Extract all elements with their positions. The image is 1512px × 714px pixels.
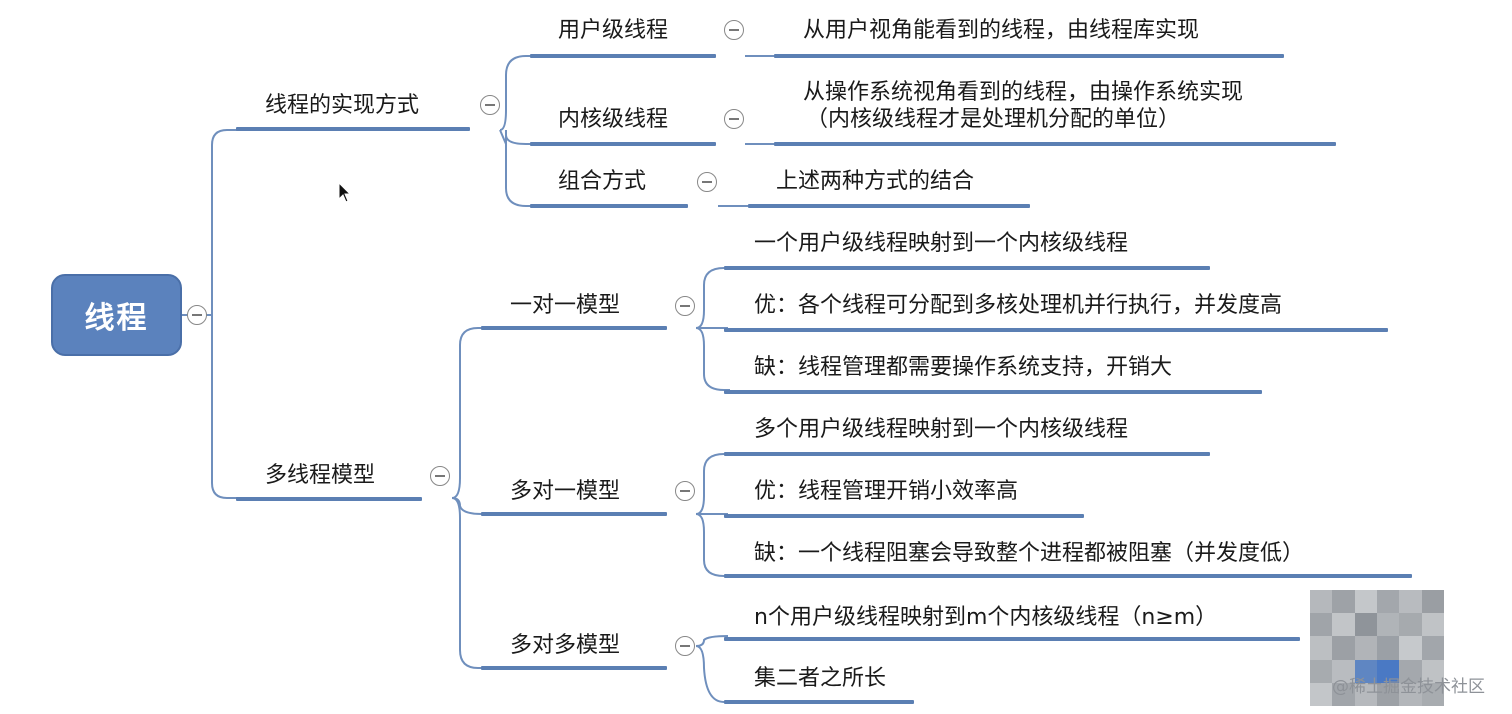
detail-one-to-one-mapping: 一个用户级线程映射到一个内核级线程 [754,231,1129,256]
collapse-multithread-icon[interactable] [430,466,450,486]
branch-multithread-label[interactable]: 多线程模型 [265,463,376,488]
detail-many-to-many-pro-underline [724,700,914,704]
mouse-cursor-icon [338,182,352,203]
detail-many-to-one-pro: 优：线程管理开销小效率高 [754,479,1019,504]
collapse-implementation-icon[interactable] [480,95,500,115]
collapse-combined-icon[interactable] [697,172,717,192]
detail-kernel-thread-line2: （内核级线程才是处理机分配的单位） [806,107,1181,132]
node-user-thread-label[interactable]: 用户级线程 [558,18,669,43]
detail-kernel-thread-underline [774,142,1336,146]
detail-many-to-one-con-underline [724,574,1412,578]
detail-many-to-many-pro: 集二者之所长 [754,666,887,691]
detail-many-to-many-mapping-underline [724,637,1300,641]
detail-many-to-one-mapping-underline [724,452,1210,456]
node-combined-label[interactable]: 组合方式 [558,169,647,194]
collapse-many-to-one-icon[interactable] [675,481,695,501]
watermark-text: @稀土掘金技术社区 [1332,677,1485,697]
root-node[interactable]: 线程 [51,274,182,356]
branch-implementation-underline [236,127,470,131]
detail-one-to-one-con-underline [724,390,1262,394]
collapse-kernel-thread-icon[interactable] [724,109,744,129]
node-combined-underline [530,204,688,208]
collapse-root-icon[interactable] [187,305,207,325]
node-many-to-many-underline [481,666,667,670]
detail-combined: 上述两种方式的结合 [776,169,975,194]
detail-user-thread-underline [774,54,1284,58]
detail-one-to-one-mapping-underline [724,266,1210,270]
detail-many-to-one-mapping: 多个用户级线程映射到一个内核级线程 [754,417,1129,442]
detail-one-to-one-con: 缺：线程管理都需要操作系统支持，开销大 [754,355,1173,380]
collapse-many-to-many-icon[interactable] [675,636,695,656]
node-many-to-many-label[interactable]: 多对多模型 [510,633,621,658]
detail-many-to-one-pro-underline [724,514,1084,518]
node-kernel-thread-underline [530,142,716,146]
detail-user-thread: 从用户视角能看到的线程，由线程库实现 [803,18,1200,43]
pixelated-watermark [1310,590,1444,706]
node-user-thread-underline [530,54,716,58]
node-one-to-one-label[interactable]: 一对一模型 [510,293,621,318]
detail-many-to-one-con: 缺：一个线程阻塞会导致整个进程都被阻塞（并发度低） [754,541,1305,566]
collapse-one-to-one-icon[interactable] [675,296,695,316]
detail-combined-underline [748,204,1030,208]
branch-multithread-underline [236,497,422,501]
node-many-to-one-label[interactable]: 多对一模型 [510,479,621,504]
node-kernel-thread-label[interactable]: 内核级线程 [558,107,669,132]
root-label: 线程 [84,301,149,336]
detail-one-to-one-pro-underline [724,328,1388,332]
detail-one-to-one-pro: 优：各个线程可分配到多核处理机并行执行，并发度高 [754,293,1283,318]
detail-kernel-thread-line1: 从操作系统视角看到的线程，由操作系统实现 [803,80,1244,105]
collapse-user-thread-icon[interactable] [724,20,744,40]
branch-implementation-label[interactable]: 线程的实现方式 [265,93,420,118]
node-many-to-one-underline [481,512,667,516]
detail-many-to-many-mapping: n个用户级线程映射到m个内核级线程（n≥m） [754,605,1218,630]
node-one-to-one-underline [481,326,667,330]
